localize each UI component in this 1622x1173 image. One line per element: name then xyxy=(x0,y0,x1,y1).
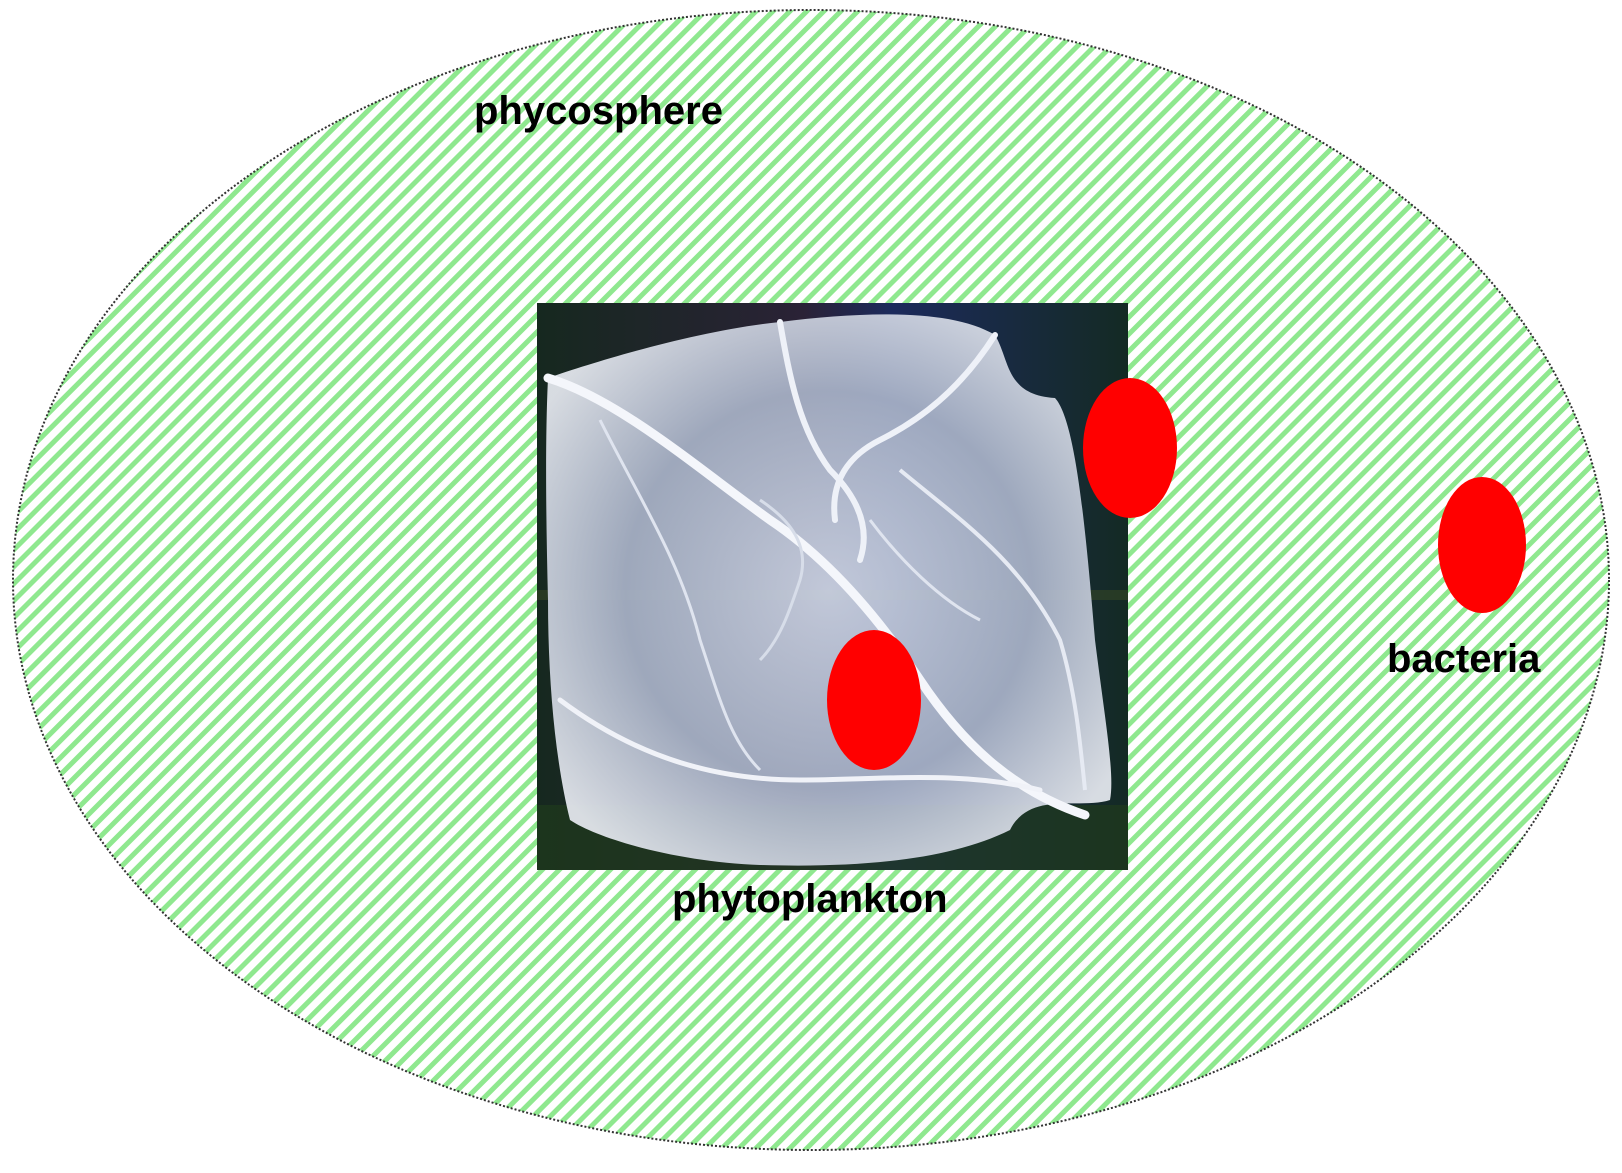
label-phytoplankton: phytoplankton xyxy=(672,877,948,921)
bacterium-free xyxy=(1438,477,1526,613)
label-bacteria: bacteria xyxy=(1387,637,1541,681)
bacterium-on-cell xyxy=(827,630,921,770)
bacterium-attached xyxy=(1083,378,1177,518)
phytoplankton-micrograph xyxy=(537,303,1128,870)
label-phycosphere: phycosphere xyxy=(474,89,723,133)
